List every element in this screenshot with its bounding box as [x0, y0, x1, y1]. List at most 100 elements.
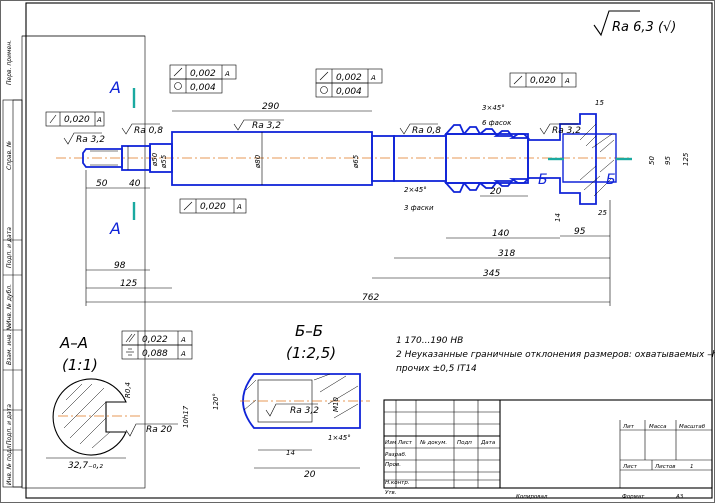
tb-sheets: Листов	[654, 464, 676, 470]
dim-3-facets: 3 фаски	[404, 204, 434, 212]
aa-r04: R0,4	[124, 382, 132, 398]
dim-25: 25	[598, 209, 607, 217]
tb-format: Формат	[622, 494, 645, 500]
tolerance-frame-runout-right: 0,020 A	[509, 72, 577, 88]
tb-doc: № докум.	[419, 440, 447, 446]
side-label-sprav: Справ. №	[6, 141, 13, 170]
roughness-32-right: Ra 3,2	[552, 126, 581, 136]
side-label-inv: Инв. № подл.	[6, 444, 13, 485]
roughness-08-right: Ra 0,8	[412, 126, 441, 136]
section-bb: Б–Б (1:2,5) 120° M10 Ra 3,2 1×45° 14 20	[212, 322, 370, 480]
roughness-32-mid: Ra 3,2	[252, 121, 281, 131]
roughness-32-left: Ra 3,2	[76, 135, 105, 145]
note-3: прочих ±0,5 IT14	[396, 364, 477, 374]
bb-m10: M10	[332, 397, 340, 412]
side-label-dubl: Инв. № дубл.	[6, 284, 13, 325]
section-a-top-label: А	[109, 78, 121, 97]
tb-razrab: Разраб.	[385, 452, 407, 458]
dimensions-main: 290 50 40 ø50 ø55 ø80 ø65 3×45° 6 фасок …	[85, 99, 690, 306]
tf-aa-parallel-datum: A	[180, 336, 186, 344]
tf-right-cyl-value: 0,004	[336, 87, 362, 97]
tf-aa-sym-value: 0,088	[142, 349, 168, 359]
tf-top-cyl-value: 0,004	[190, 83, 216, 93]
dim-95-horiz: 95	[574, 227, 586, 237]
dim-14: 14	[554, 213, 562, 222]
bb-20: 20	[304, 470, 316, 480]
dim-40: 40	[129, 179, 141, 189]
section-bb-scale: (1:2,5)	[286, 344, 336, 362]
tolerance-frame-top: 0,002 A 0,004	[169, 64, 237, 94]
tb-tkontr: Н.контр.	[385, 480, 410, 486]
tb-format-value: А3	[675, 494, 684, 500]
tb-sheets-count: 1	[690, 464, 694, 470]
dim-50: 50	[96, 179, 108, 189]
tolerance-frame-runout-left: 0,020 A	[45, 111, 105, 127]
tb-prov: Пров.	[385, 462, 401, 468]
dim-20: 20	[490, 187, 502, 197]
tf-right-flat-datum: A	[370, 74, 376, 82]
aa-depth: 32,7₋₀,₂	[68, 461, 103, 471]
roughness-general-mark	[593, 10, 640, 37]
roughness-general: Ra 6,3 (√)	[612, 20, 676, 35]
dim-95-vert: 95	[664, 156, 672, 165]
note-2: 2 Неуказанные граничные отклонения разме…	[396, 350, 715, 360]
frame-margin	[21, 35, 146, 489]
frame-border	[25, 2, 713, 499]
tb-scale: Масштаб	[679, 424, 706, 430]
side-label-perv: Перв. примен.	[6, 40, 13, 85]
dim-phi80: ø80	[254, 154, 262, 169]
side-label-podp2: Подп. и дата	[6, 404, 13, 445]
tf-top-flat-datum: A	[224, 70, 230, 78]
tb-lit: Лит	[622, 424, 635, 430]
dim-15: 15	[595, 99, 604, 107]
side-strips: Перв. примен. Справ. № Подп. и дата Инв.…	[2, 40, 23, 488]
side-label-vzam: Взам. инв. №	[6, 324, 13, 365]
dim-3x45: 3×45°	[482, 104, 505, 112]
tb-sheet: Лист	[622, 464, 638, 470]
tf-aa-parallel-value: 0,022	[142, 335, 168, 345]
section-a-bottom-label: А	[109, 219, 121, 238]
tb-date: Дата	[480, 440, 496, 446]
tb-list: Лист	[397, 440, 413, 446]
spline-teeth	[443, 124, 531, 193]
dim-phi50: ø50	[151, 152, 159, 167]
tf-runout-left-datum: A	[96, 116, 102, 124]
dim-2x45: 2×45°	[404, 186, 427, 194]
tf-top-flat-value: 0,002	[190, 69, 216, 79]
shaft-main-view	[82, 113, 617, 205]
hatching-right	[579, 123, 615, 197]
tf-runout-right-datum: A	[564, 77, 570, 85]
tf-runout-left-value: 0,020	[64, 115, 90, 125]
roughness-08-left: Ra 0,8	[134, 126, 163, 136]
tolerance-frame-bottom: 0,020 A	[179, 198, 247, 214]
roughness-32-bb: Ra 3,2	[290, 406, 319, 416]
dim-762: 762	[362, 293, 379, 303]
tb-copied: Копировал	[516, 494, 548, 500]
section-b-right-label: Б	[606, 172, 616, 188]
tb-mass: Масса	[649, 424, 667, 430]
bb-14: 14	[286, 449, 295, 457]
dim-phi65: ø65	[352, 154, 360, 169]
section-bb-title: Б–Б	[295, 322, 323, 340]
roughness-20-aa: Ra 20	[146, 425, 172, 435]
section-b-left-label: Б	[538, 172, 548, 188]
tf-aa-sym-datum: A	[180, 350, 186, 358]
roughness-marks: Ra 3,2 Ra 0,8 Ra 3,2 Ra 0,8 Ra 3,2	[63, 119, 581, 145]
section-aa: А–А (1:1) R0,4 10h17 Ra 20 32,7₋₀,₂ 0,02…	[46, 330, 193, 471]
dim-140: 140	[492, 229, 509, 239]
dim-6-facets: 6 фасок	[482, 119, 512, 127]
bb-120: 120°	[212, 393, 220, 410]
tolerance-frame-right: 0,002 A 0,004	[315, 68, 383, 98]
tf-runout-right-value: 0,020	[530, 76, 556, 86]
bb-chamfer: 1×45°	[328, 434, 351, 442]
dim-125: 125	[120, 279, 137, 289]
tb-izm: Изм	[385, 440, 396, 446]
dim-345: 345	[483, 269, 500, 279]
tf-bottom-datum: A	[236, 203, 242, 211]
dim-290: 290	[262, 102, 279, 112]
side-label-podp1: Подп. и дата	[6, 227, 13, 268]
aa-width: 10h17	[182, 405, 190, 428]
dim-98: 98	[114, 261, 126, 271]
dim-125-vert: 125	[682, 152, 690, 166]
